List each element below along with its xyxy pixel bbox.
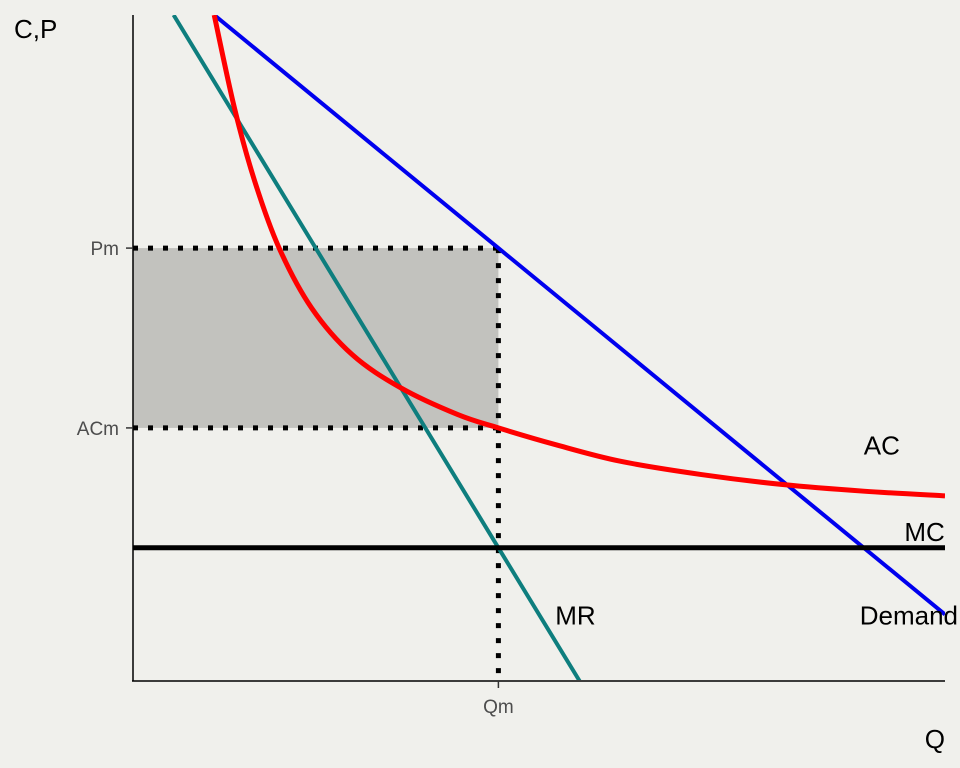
y-tick-label-acm: ACm xyxy=(77,419,119,440)
demand-label: Demand xyxy=(860,600,958,630)
demand-curve xyxy=(212,15,945,616)
x-axis-title: Q xyxy=(925,724,945,754)
mr-label: MR xyxy=(555,600,595,630)
ac-label: AC xyxy=(864,431,900,461)
curve-labels-layer: Demand MR AC MC xyxy=(555,431,958,631)
x-tick-label-qm: Qm xyxy=(483,697,514,718)
axes-layer xyxy=(132,15,945,682)
y-axis-title: C,P xyxy=(14,14,57,44)
profit-region-layer xyxy=(133,248,499,428)
y-tick-label-pm: Pm xyxy=(91,239,120,260)
curves-layer xyxy=(133,15,945,680)
ac-curve xyxy=(211,15,945,499)
mc-label: MC xyxy=(904,517,944,547)
profit-region xyxy=(133,248,499,428)
